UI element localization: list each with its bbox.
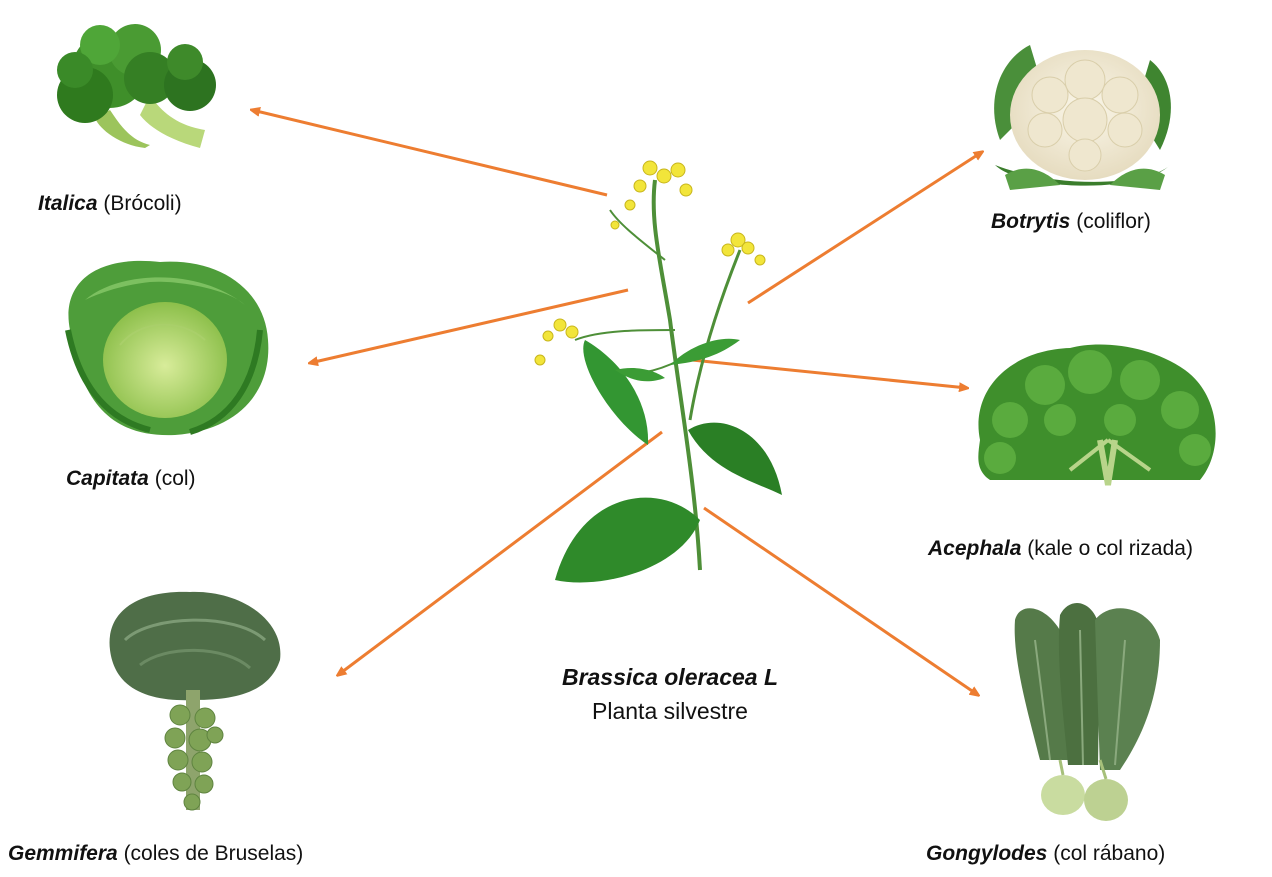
center-label: Brassica oleracea L Planta silvestre: [520, 660, 820, 728]
label-acephala-latin: Acephala: [928, 537, 1021, 560]
label-capitata: Capitata (col): [66, 467, 196, 491]
label-gongylodes-common: (col rábano): [1053, 842, 1165, 865]
label-capitata-common: (col): [155, 467, 196, 490]
cabbage-icon: [68, 261, 268, 435]
center-common-name: Planta silvestre: [592, 698, 748, 724]
label-italica-common: (Brócoli): [103, 192, 181, 215]
label-italica: Italica (Brócoli): [38, 192, 182, 216]
label-botrytis-latin: Botrytis: [991, 210, 1070, 233]
cauliflower-icon: [994, 45, 1171, 190]
label-gemmifera-latin: Gemmifera: [8, 842, 118, 865]
label-botrytis-common: (coliflor): [1076, 210, 1151, 233]
wild-plant-icon: [535, 161, 782, 583]
label-acephala: Acephala (kale o col rizada): [928, 537, 1193, 561]
label-gongylodes-latin: Gongylodes: [926, 842, 1047, 865]
broccoli-icon: [57, 24, 216, 148]
brussels-sprouts-icon: [110, 592, 281, 810]
label-gemmifera: Gemmifera (coles de Bruselas): [8, 842, 303, 866]
arrow-to-acephala: [692, 360, 967, 388]
center-scientific-name: Brassica oleracea L: [520, 660, 820, 694]
arrow-to-botrytis: [748, 152, 982, 303]
label-gongylodes: Gongylodes (col rábano): [926, 842, 1165, 866]
arrow-to-capitata: [310, 290, 628, 363]
arrow-to-italica: [252, 110, 607, 195]
label-botrytis: Botrytis (coliflor): [991, 210, 1151, 234]
kohlrabi-icon: [1015, 603, 1160, 821]
label-gemmifera-common: (coles de Bruselas): [124, 842, 304, 865]
label-capitata-latin: Capitata: [66, 467, 149, 490]
label-acephala-common: (kale o col rizada): [1027, 537, 1193, 560]
kale-icon: [978, 344, 1215, 485]
label-italica-latin: Italica: [38, 192, 98, 215]
